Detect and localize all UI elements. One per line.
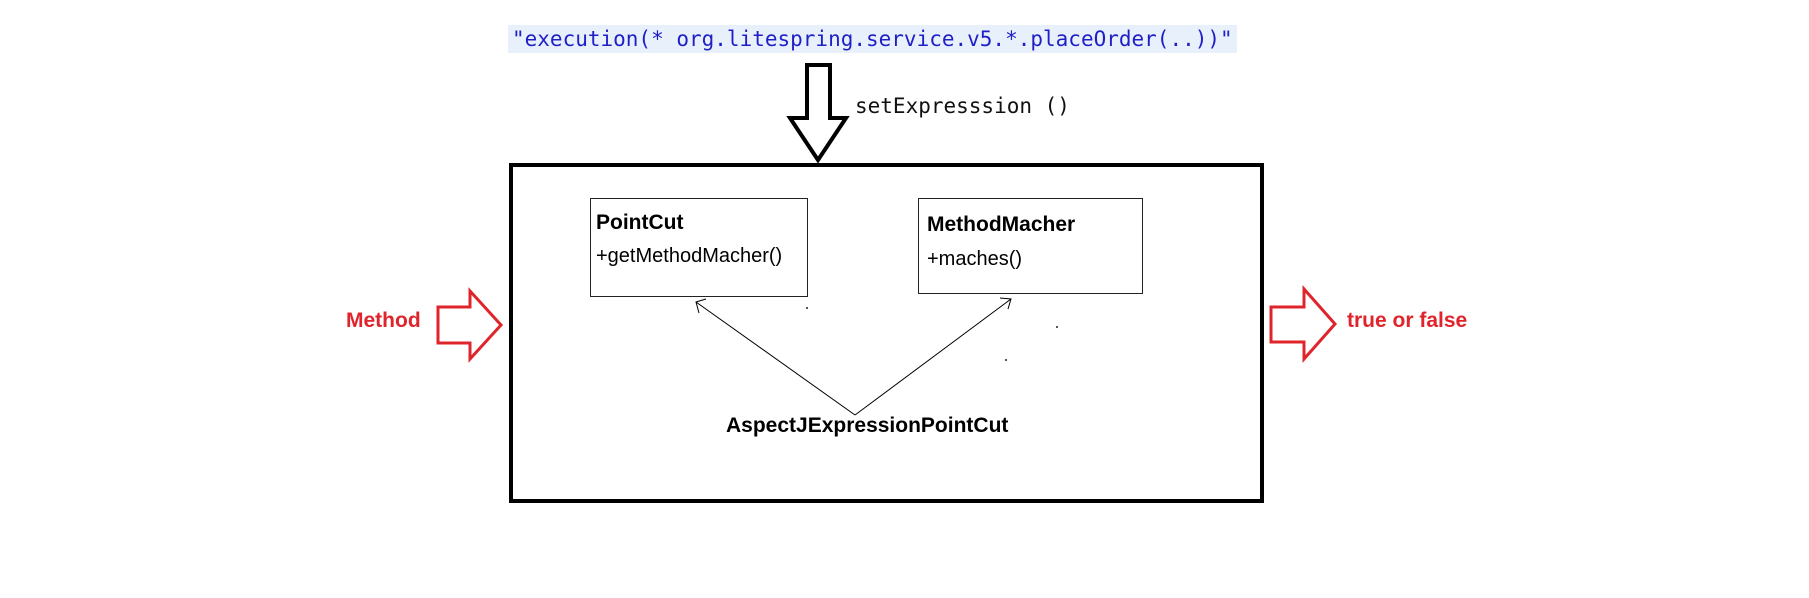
implements-arrows <box>695 297 1012 416</box>
input-arrow <box>436 287 504 363</box>
method-matcher-interface-box: MethodMacher +maches() <box>918 198 1143 294</box>
stray-marks <box>806 307 1058 361</box>
pointcut-expression: "execution(* org.litespring.service.v5.*… <box>508 25 1237 53</box>
set-expression-arrow <box>786 63 850 164</box>
input-method-label: Method <box>346 309 421 332</box>
output-arrow <box>1269 285 1338 363</box>
output-result-label: true or false <box>1347 309 1468 332</box>
aspectj-expression-pointcut-container <box>509 163 1264 503</box>
method-matcher-method: +maches() <box>927 248 1023 270</box>
implements-pointcut-line <box>695 301 856 416</box>
implements-method-matcher-arrowhead <box>999 297 1012 310</box>
set-expression-label: setExpresssion () <box>855 94 1070 118</box>
pointcut-class-name: PointCut <box>596 211 684 234</box>
aspectj-expression-pointcut-label: AspectJExpressionPointCut <box>726 414 1009 437</box>
pointcut-interface-box: PointCut +getMethodMacher() <box>590 198 808 297</box>
pointcut-method: +getMethodMacher() <box>596 245 783 267</box>
implements-pointcut-arrowhead <box>695 298 707 314</box>
implements-method-matcher-line <box>854 298 1012 416</box>
method-matcher-class-name: MethodMacher <box>927 213 1076 236</box>
